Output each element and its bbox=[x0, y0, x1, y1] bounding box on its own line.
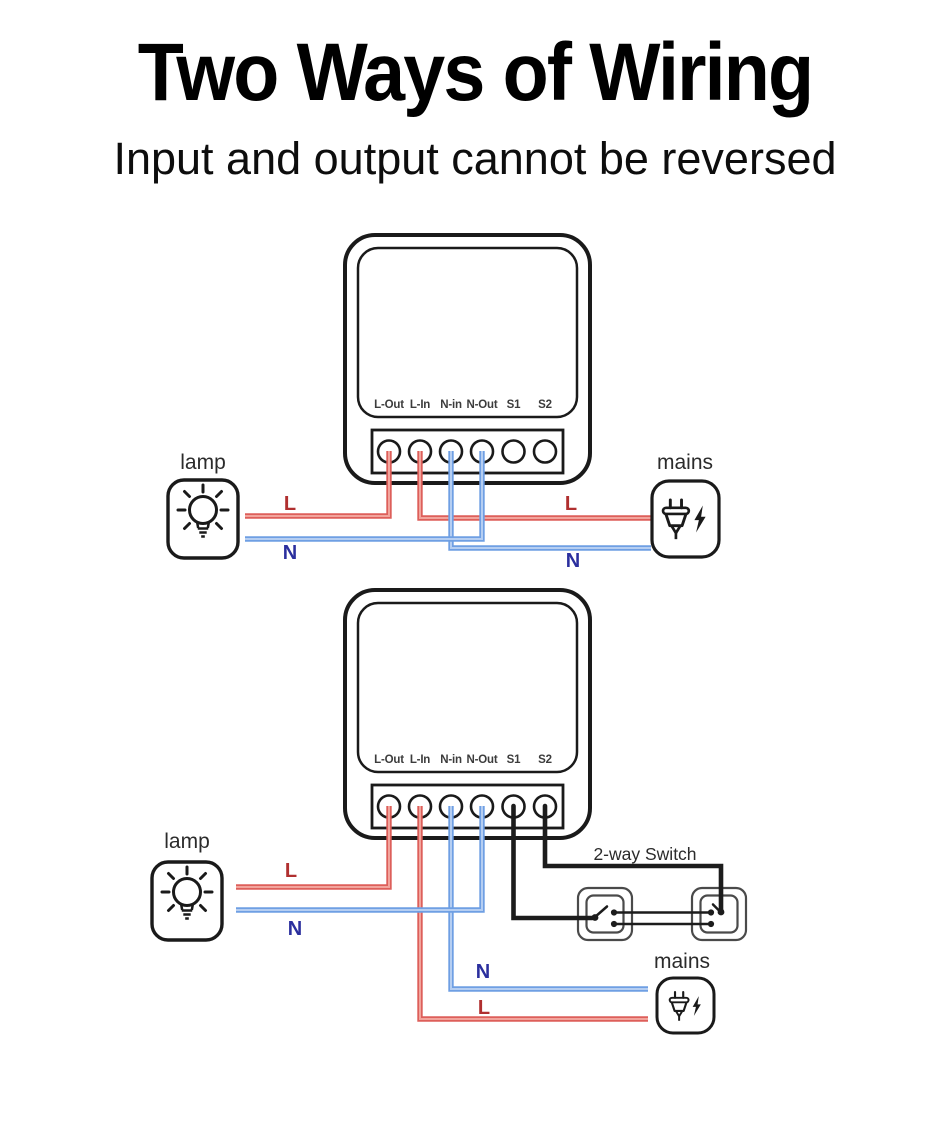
terminal-label-lout: L-Out bbox=[374, 754, 404, 766]
two-way-switch-label: 2-way Switch bbox=[593, 844, 697, 864]
terminal-label-s2: S2 bbox=[538, 399, 552, 411]
diagram2-switch-wires bbox=[511, 803, 725, 928]
terminal-label-nout: N-Out bbox=[466, 754, 498, 766]
terminal-label-s1: S1 bbox=[506, 399, 521, 411]
live-line-label: L bbox=[284, 860, 298, 882]
mains-label: mains bbox=[656, 451, 714, 474]
page-title: Two Ways of Wiring bbox=[137, 27, 814, 118]
neutral-line-label: N bbox=[282, 542, 298, 564]
lamp-icon bbox=[150, 860, 224, 942]
terminal-label-lin: L-In bbox=[409, 754, 431, 766]
page-subtitle: Input and output cannot be reversed bbox=[113, 133, 837, 184]
neutral-line-label: N bbox=[287, 918, 303, 940]
terminal-label-s1: S1 bbox=[506, 754, 521, 766]
terminal-label-s2: S2 bbox=[538, 754, 552, 766]
terminal-label-nout: N-Out bbox=[466, 399, 498, 411]
lamp-label: lamp bbox=[164, 830, 210, 853]
live-line-label: L bbox=[564, 493, 578, 515]
terminal-label-lout: L-Out bbox=[374, 399, 404, 411]
terminal-label-lin: L-In bbox=[409, 399, 431, 411]
lamp-icon bbox=[166, 478, 240, 560]
smart-switch-module-2 bbox=[343, 588, 592, 840]
mains-icon bbox=[655, 976, 716, 1035]
terminal-label-nin: N-in bbox=[440, 754, 462, 766]
mains-label: mains bbox=[653, 950, 711, 973]
live-line-label: L bbox=[283, 493, 297, 515]
mains-icon bbox=[650, 479, 721, 559]
terminal-label-nin: N-in bbox=[440, 399, 462, 411]
lamp-label: lamp bbox=[180, 451, 226, 474]
smart-switch-module-1 bbox=[343, 233, 592, 485]
neutral-line-label: N bbox=[565, 550, 581, 572]
live-line-label: L bbox=[477, 997, 491, 1019]
neutral-line-label: N bbox=[475, 961, 491, 983]
two-way-switch-left bbox=[576, 886, 634, 942]
